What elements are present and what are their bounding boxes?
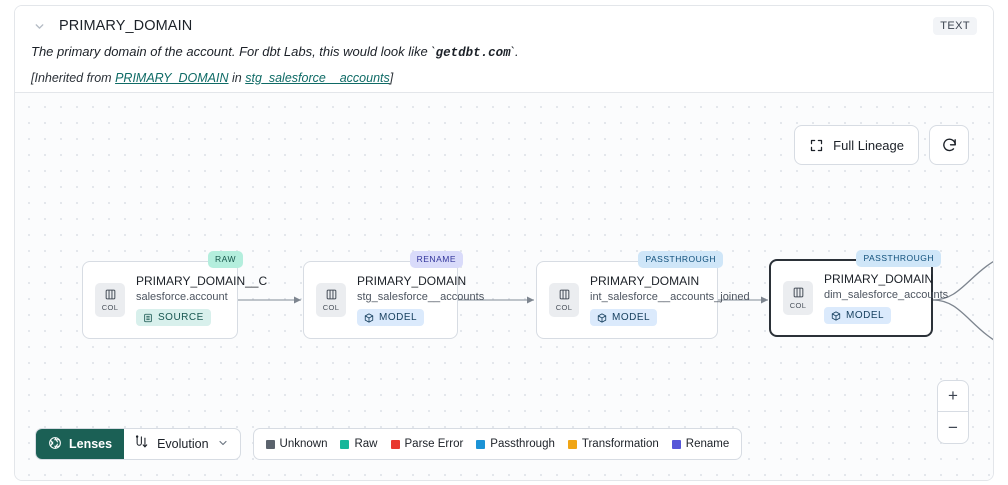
legend-label: Rename: [685, 438, 730, 450]
lenses-button[interactable]: Lenses: [36, 429, 125, 459]
inherited-column-link[interactable]: PRIMARY_DOMAIN: [115, 70, 229, 85]
chevron-down-icon: [217, 437, 229, 452]
lineage-canvas[interactable]: RAW COL PRIMARY_DOMAIN__C salesforce.acc…: [15, 92, 993, 480]
legend-swatch: [671, 439, 681, 449]
edge-out-bottom: [932, 299, 993, 341]
panel-header: PRIMARY_DOMAIN TEXT The primary domain o…: [15, 6, 993, 97]
type-badge: TEXT: [933, 17, 977, 35]
lineage-node-4-selected[interactable]: PASSTHROUGH COL PRIMARY_DOMAIN dim_sales…: [769, 250, 948, 337]
col-chip-label: COL: [101, 303, 119, 312]
evolution-label: Evolution: [157, 437, 209, 451]
legend-swatch: [476, 439, 486, 449]
lineage-node-2[interactable]: RENAME COL PRIMARY_DOMAIN stg_salesforce…: [303, 251, 484, 339]
expand-icon: [809, 138, 824, 153]
flow-icon: [134, 435, 149, 453]
lineage-edges: [237, 261, 993, 341]
page-title: PRIMARY_DOMAIN: [59, 18, 193, 34]
legend-label: Raw: [354, 438, 378, 450]
node-tag-rename: RENAME: [409, 251, 463, 268]
full-lineage-label: Full Lineage: [833, 137, 904, 153]
node-column-name: PRIMARY_DOMAIN__C: [136, 274, 268, 288]
node-kind-label: MODEL: [846, 310, 885, 321]
node-tag-passthrough: PASSTHROUGH: [638, 251, 723, 268]
legend-label: Transformation: [581, 438, 659, 450]
legend-swatch: [567, 439, 577, 449]
description-text-pre: The primary domain of the account. For d…: [31, 44, 436, 59]
canvas-toolbar: Full Lineage: [794, 125, 969, 165]
node-tag-passthrough: PASSTHROUGH: [856, 250, 941, 267]
canvas-bottom-bar: Lenses Evolution Unknown Raw Parse Error…: [35, 428, 743, 460]
legend-label: Unknown: [279, 438, 328, 450]
columns-icon: COL: [549, 283, 579, 317]
node-kind-badge: MODEL: [357, 309, 425, 326]
description-code: getdbt.com: [435, 46, 511, 60]
node-kind-label: MODEL: [612, 312, 651, 323]
node-kind-badge: SOURCE: [136, 309, 211, 326]
zoom-in-button[interactable]: +: [938, 381, 968, 412]
legend-swatch: [340, 439, 350, 449]
columns-icon: COL: [316, 283, 346, 317]
lenses-evolution-segment: Lenses Evolution: [35, 428, 241, 460]
legend-item-passthrough: Passthrough: [476, 438, 555, 450]
node-column-name: PRIMARY_DOMAIN: [824, 272, 934, 286]
inherited-from-line: [Inherited from PRIMARY_DOMAIN in stg_sa…: [31, 70, 977, 88]
node-tag-raw: RAW: [207, 251, 243, 268]
aperture-icon: [48, 436, 62, 453]
lenses-label: Lenses: [69, 437, 113, 451]
columns-icon: COL: [783, 281, 813, 315]
col-chip-label: COL: [789, 301, 807, 310]
full-lineage-button[interactable]: Full Lineage: [794, 125, 919, 165]
description-text-post: `.: [510, 44, 519, 59]
column-detail-panel: PRIMARY_DOMAIN TEXT The primary domain o…: [14, 5, 994, 481]
node-table-name: int_salesforce__accounts_joined: [590, 291, 750, 303]
col-chip-label: COL: [322, 303, 340, 312]
refresh-icon: [941, 137, 958, 154]
legend-swatch: [390, 439, 400, 449]
node-table-name: salesforce.account: [136, 291, 228, 303]
inherited-suffix: ]: [389, 70, 394, 85]
inherited-prefix: [Inherited from: [31, 70, 116, 85]
legend-item-rename: Rename: [671, 438, 730, 450]
node-column-name: PRIMARY_DOMAIN: [590, 274, 700, 288]
column-description: The primary domain of the account. For d…: [31, 43, 977, 63]
node-kind-label: SOURCE: [158, 312, 204, 323]
node-column-name: PRIMARY_DOMAIN: [357, 274, 467, 288]
lineage-node-1[interactable]: RAW COL PRIMARY_DOMAIN__C salesforce.acc…: [82, 251, 267, 339]
columns-icon: COL: [95, 283, 125, 317]
inherited-model-link[interactable]: stg_salesforce__accounts: [245, 70, 390, 85]
legend-item-transformation: Transformation: [567, 438, 659, 450]
legend-label: Passthrough: [490, 438, 555, 450]
zoom-out-button[interactable]: −: [948, 417, 958, 437]
legend-item-unknown: Unknown: [265, 438, 328, 450]
evolution-dropdown[interactable]: Evolution: [124, 429, 239, 459]
node-table-name: dim_salesforce_accounts: [824, 289, 949, 301]
edge-out-top: [932, 261, 993, 301]
node-table-name: stg_salesforce__accounts: [357, 291, 485, 303]
col-chip-label: COL: [555, 303, 573, 312]
chevron-down-icon[interactable]: [31, 18, 47, 34]
legend-label: Parse Error: [404, 438, 464, 450]
legend-item-raw: Raw: [340, 438, 378, 450]
lineage-node-3[interactable]: PASSTHROUGH COL PRIMARY_DOMAIN int_sales…: [536, 251, 750, 339]
legend-item-parse-error: Parse Error: [390, 438, 464, 450]
legend-swatch: [265, 439, 275, 449]
refresh-button[interactable]: [929, 125, 969, 165]
zoom-controls: + −: [937, 380, 969, 444]
node-kind-badge: MODEL: [590, 309, 658, 326]
node-kind-badge: MODEL: [824, 307, 892, 324]
lineage-legend: Unknown Raw Parse Error Passthrough Tran…: [252, 428, 743, 460]
inherited-mid: in: [228, 70, 246, 85]
node-kind-label: MODEL: [379, 312, 418, 323]
